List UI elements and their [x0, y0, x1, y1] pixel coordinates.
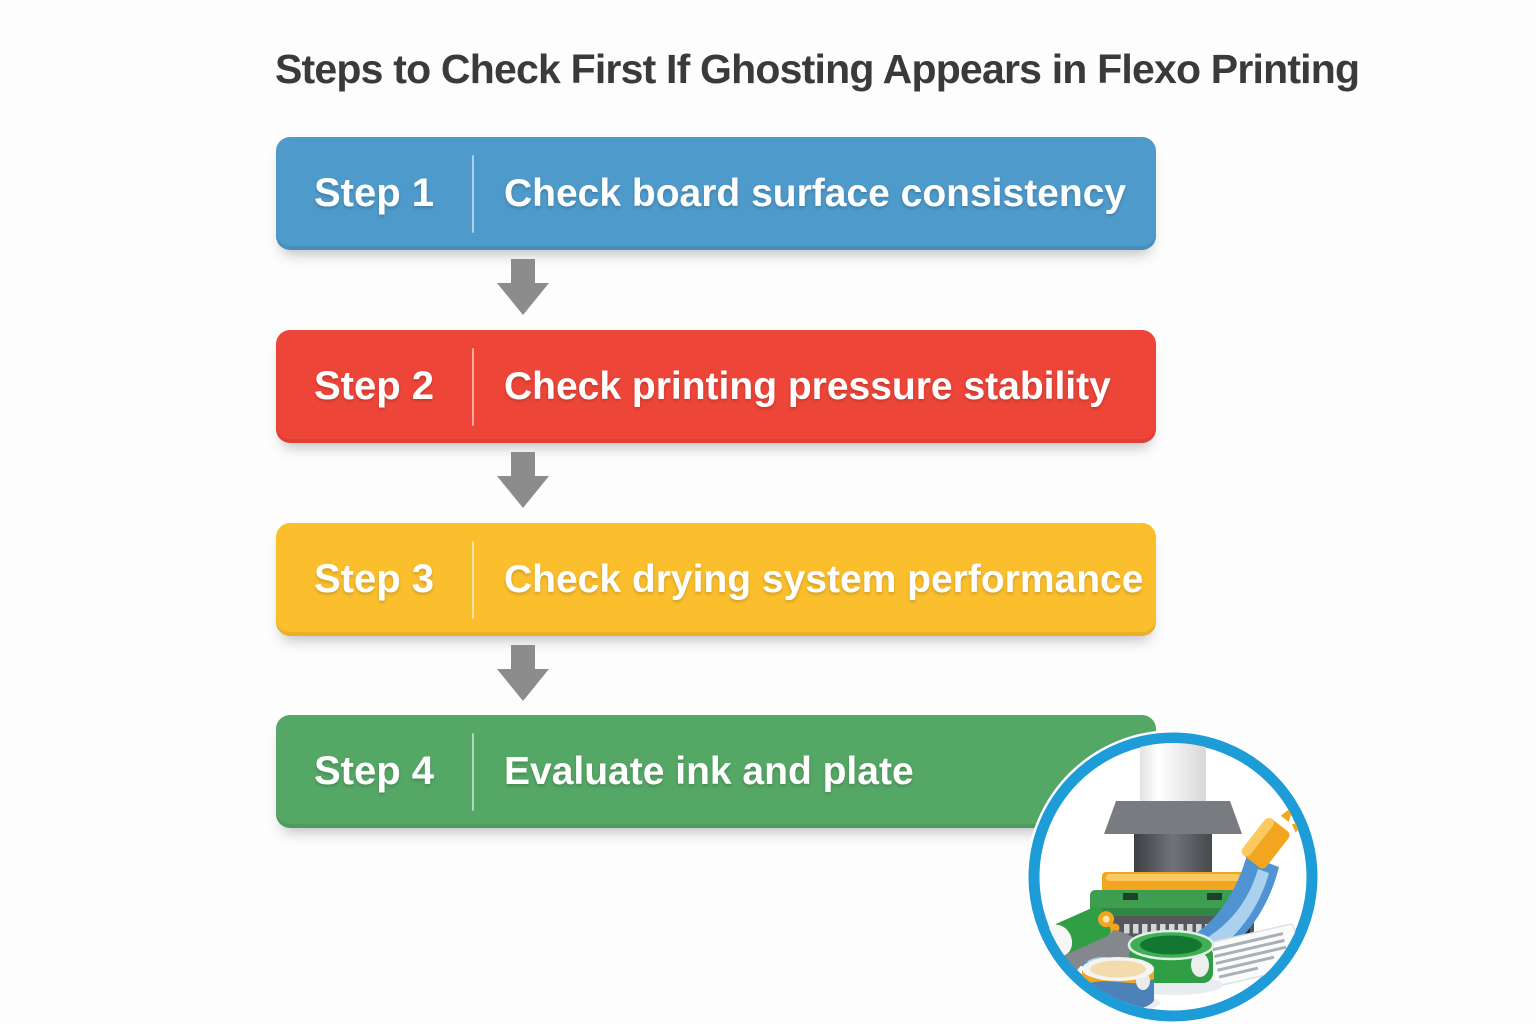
step-4-bar: Step 4 Evaluate ink and plate [276, 715, 1156, 828]
step-4-divider [472, 732, 474, 811]
step-1-bar: Step 1 Check board surface consistency [276, 137, 1156, 250]
step-2-bar: Step 2 Check printing pressure stability [276, 330, 1156, 443]
step-2-divider [472, 347, 474, 426]
step-3-divider [472, 540, 474, 619]
step-3-label: Step 3 [313, 557, 435, 601]
flexo-press-illustration [1026, 730, 1320, 1024]
step-3-text: Check drying system performance [504, 557, 1144, 601]
down-arrow-icon [497, 259, 549, 315]
page-title: Steps to Check First If Ghosting Appears… [275, 46, 1360, 92]
step-2-label: Step 2 [313, 364, 435, 408]
step-1-text: Check board surface consistency [504, 171, 1127, 215]
step-1-label: Step 1 [313, 171, 435, 215]
step-2-text: Check printing pressure stability [504, 364, 1111, 408]
step-4-text: Evaluate ink and plate [504, 749, 914, 793]
down-arrow-icon [497, 645, 549, 701]
down-arrow-icon [497, 452, 549, 508]
step-1-divider [472, 154, 474, 233]
step-4-label: Step 4 [313, 749, 435, 793]
step-3-bar: Step 3 Check drying system performance [276, 523, 1156, 636]
